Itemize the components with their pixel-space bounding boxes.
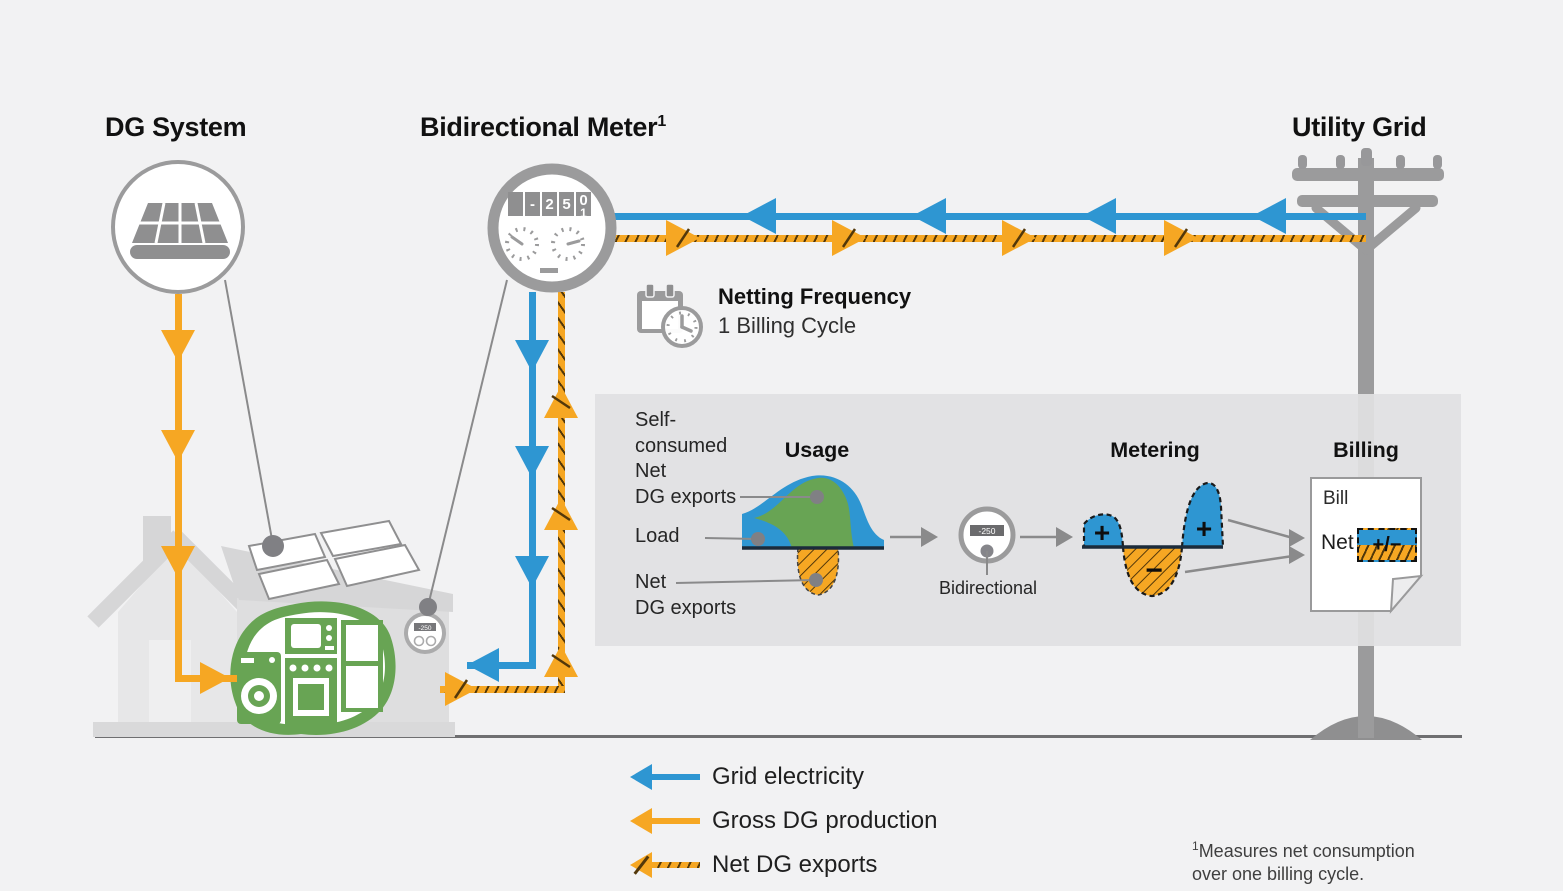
plus-sign-left: +	[1094, 517, 1110, 548]
legend-label: Gross DG production	[712, 807, 938, 834]
gross-dg-production-line-into-house	[175, 675, 237, 682]
grid-electricity-line-vertical	[529, 292, 536, 669]
dg-system-icon	[111, 160, 245, 294]
net-dg-exports-area	[796, 547, 840, 596]
metering-negative	[1121, 545, 1184, 598]
bidirectional-meter-label: Bidirectional Meter1	[420, 112, 666, 143]
net-dg-exports-line: Net	[635, 571, 667, 593]
plus-sign-right: +	[1196, 513, 1212, 544]
fridge-icon	[341, 620, 383, 712]
pole-brace-right	[1361, 203, 1421, 255]
gross-dg-production-arrow-icon	[630, 808, 700, 834]
legend-label: Net DG exports	[712, 851, 878, 878]
meter-digit-display: - 2 5 0 1	[508, 192, 591, 216]
stove-icon	[285, 658, 337, 726]
netting-frequency-value: 1 Billing Cycle	[718, 313, 857, 338]
meter-dial-left	[505, 227, 539, 261]
meter-bottom-dash	[540, 268, 558, 273]
meter-digit: -	[525, 192, 540, 216]
meter-digit-roll-top: 0	[579, 192, 588, 209]
self-consumed-line: consumed	[635, 434, 728, 457]
meter-digit: 2	[542, 192, 557, 216]
legend-label: Grid electricity	[712, 763, 865, 790]
svg-text:-250: -250	[978, 526, 995, 536]
ground-line	[95, 735, 1462, 738]
net-dg-exports-arrow-icon	[630, 852, 700, 878]
net-dg-exports-line-top	[610, 235, 1366, 242]
footnote-mark: 1	[1192, 839, 1199, 853]
legend-item-grid-electricity: Grid electricity	[630, 763, 864, 791]
footnote-line2: over one billing cycle.	[1192, 864, 1365, 884]
washer-icon	[237, 652, 281, 724]
svg-text:-250: -250	[418, 625, 431, 632]
bidirectional-meter-label-text: Bidirectional Meter	[420, 112, 658, 142]
grid-electricity-line-into-house	[467, 662, 536, 669]
arrow-slash	[633, 855, 650, 875]
appliances-illustration	[230, 601, 396, 735]
self-consumed-line: Net	[635, 460, 667, 482]
bidirectional-meter-footnote-mark: 1	[657, 113, 666, 130]
net-dg-exports-line-from-house	[440, 686, 565, 693]
footnote: 1Measures net consumption over one billi…	[1192, 835, 1415, 886]
self-consumed-area	[754, 477, 854, 548]
pole-insulators	[1298, 148, 1442, 169]
load-label: Load	[635, 525, 680, 547]
meter-digit-blank	[508, 192, 523, 216]
house-illustration: -250	[87, 516, 455, 737]
legend-item-gross-dg-production: Gross DG production	[630, 807, 937, 835]
usage-chart	[742, 475, 884, 596]
utility-grid-label: Utility Grid	[1292, 112, 1427, 142]
calendar-clock-icon	[637, 283, 703, 348]
self-consumed-label: Self- consumed Net DG exports	[635, 408, 736, 510]
metering-chart: + − +	[1082, 481, 1225, 598]
net-label: Net	[1321, 531, 1354, 554]
grid-electricity-arrow-icon	[630, 764, 700, 790]
wall-meter-icon: -250	[404, 612, 446, 654]
net-plus-minus-badge: +/−	[1357, 528, 1417, 562]
metering-heading: Metering	[1110, 438, 1200, 462]
net-dg-exports-line-vertical	[558, 292, 565, 693]
solar-panel-icon	[130, 202, 230, 259]
meter-digit-roll-bottom: 1	[580, 206, 587, 217]
metering-positive-left	[1082, 513, 1125, 549]
footnote-line1: Measures net consumption	[1198, 841, 1415, 861]
panel-bidirectional-meter-icon: -250	[958, 506, 1016, 564]
usage-heading: Usage	[784, 438, 850, 462]
microwave-icon	[285, 618, 337, 654]
bidirectional-meter-icon	[487, 163, 617, 293]
self-consumed-line: DG exports	[635, 485, 737, 508]
self-consumed-line: Self-	[635, 409, 677, 431]
minus-sign: −	[1145, 554, 1163, 587]
badge-text: +/−	[1372, 533, 1402, 556]
meter-dial-right	[551, 227, 585, 261]
grid-electricity-line-top	[612, 213, 1366, 220]
gross-dg-production-line-vertical	[175, 294, 182, 682]
dg-system-label: DG System	[105, 112, 247, 142]
net-dg-exports-line: DG exports	[635, 596, 737, 619]
bidirectional-caption: Bidirectional	[938, 578, 1038, 598]
meter-digit: 5	[559, 192, 574, 216]
legend-item-net-dg-exports: Net DG exports	[630, 851, 877, 879]
metering-positive-right	[1180, 481, 1225, 549]
net-dg-exports-label: Net DG exports	[635, 570, 736, 621]
bill-label: Bill	[1323, 488, 1349, 509]
netting-frequency-title: Netting Frequency	[718, 284, 912, 309]
pole-crossbar-bottom	[1297, 195, 1438, 207]
meter-digit-rolling: 0 1	[576, 192, 591, 216]
billing-heading: Billing	[1333, 438, 1399, 462]
pole-crossbar-top	[1292, 168, 1444, 181]
